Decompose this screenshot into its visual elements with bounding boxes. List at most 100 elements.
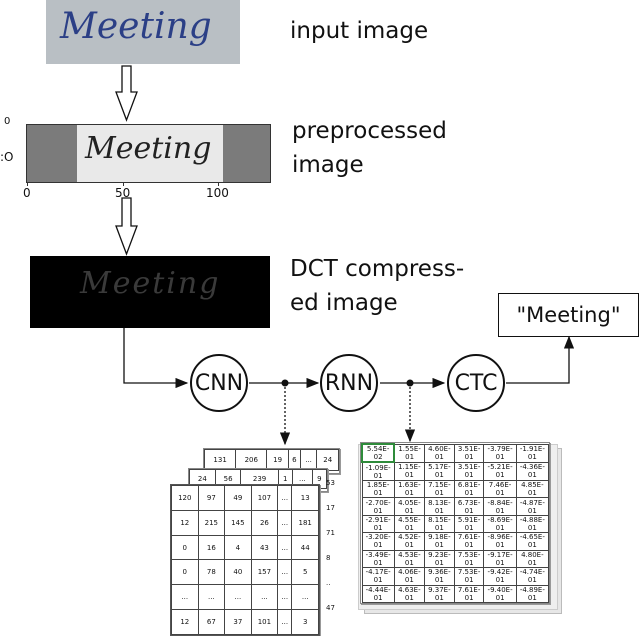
- table-cell: 7.15E-01: [423, 479, 455, 499]
- table-cell: -8.96E-01: [483, 532, 517, 551]
- rnn-node: RNN: [320, 354, 378, 412]
- table-cell: 43: [250, 534, 279, 561]
- dct-label-line1: DCT compress-: [290, 256, 465, 282]
- cnn-side-value: 71: [326, 528, 335, 537]
- table-cell: -4.89E-01: [515, 584, 550, 604]
- table-cell: 12: [171, 609, 199, 635]
- table-cell: 0: [171, 534, 199, 561]
- table-cell: 4.80E-01: [515, 549, 550, 569]
- table-cell: -8.69E-01: [483, 514, 517, 534]
- table-cell: 97: [197, 485, 226, 511]
- table-cell: 4.52E-01: [393, 532, 425, 551]
- table-cell: -9.40E-01: [483, 584, 517, 604]
- table-cell: 1.63E-01: [393, 479, 425, 499]
- arrow-ctc-to-output: [506, 335, 575, 384]
- table-cell: 4.85E-01: [515, 479, 550, 499]
- table-cell: -2.91E-01: [361, 514, 395, 534]
- table-cell: ...: [277, 485, 293, 511]
- table-cell: ...: [277, 609, 293, 635]
- table-cell: 4.05E-01: [393, 497, 425, 516]
- table-cell: 44: [291, 534, 319, 561]
- table-cell: 1.15E-01: [393, 461, 425, 481]
- table-cell: ...: [277, 584, 293, 611]
- table-cell: ...: [277, 534, 293, 561]
- dct-compressed-image: Meeting: [30, 256, 270, 328]
- table-cell: -9.42E-01: [483, 567, 517, 586]
- table-cell: 8.15E-01: [423, 514, 455, 534]
- table-cell: 7.61E-01: [453, 584, 485, 604]
- table-cell: 4.63E-01: [393, 584, 425, 604]
- table-cell: 5.91E-01: [453, 514, 485, 534]
- input-image-label: input image: [290, 18, 429, 44]
- axis-tick-y-0: 0: [4, 116, 11, 127]
- axis-tick-x-100: 100: [206, 186, 229, 200]
- input-image: Meeting: [46, 0, 240, 64]
- table-cell: 40: [224, 559, 252, 586]
- ctc-node: CTC: [447, 354, 505, 412]
- table-cell: 49: [224, 485, 252, 511]
- table-cell: ...: [291, 584, 319, 611]
- table-cell: ...: [197, 584, 226, 611]
- cnn-side-value: 47: [326, 603, 335, 612]
- table-cell: 0: [171, 559, 199, 586]
- table-cell: 4.55E-01: [393, 514, 425, 534]
- table-cell: 26: [250, 509, 279, 536]
- table-cell: 9.36E-01: [423, 567, 455, 586]
- table-cell: 6.81E-01: [453, 479, 485, 499]
- table-cell: 78: [197, 559, 226, 586]
- table-cell: -4.36E-01: [515, 461, 550, 481]
- table-cell: -4.74E-01: [515, 567, 550, 586]
- table-cell: 3.51E-01: [453, 443, 485, 463]
- axis-tick-x-50: 50: [115, 186, 131, 200]
- table-cell: 145: [224, 509, 252, 536]
- table-cell: ...: [277, 559, 293, 586]
- table-cell: -8.84E-01: [483, 497, 517, 516]
- table-cell: ...: [171, 584, 199, 611]
- cnn-side-value: 53: [326, 478, 335, 487]
- table-cell: 67: [197, 609, 226, 635]
- table-cell: 1.85E-01: [361, 479, 395, 499]
- table-cell: 7.53E-01: [453, 549, 485, 569]
- rnn-node-label: RNN: [324, 370, 374, 396]
- preprocessed-label-line2: image: [292, 152, 364, 178]
- cnn-side-value: 8: [326, 553, 331, 562]
- table-cell: -4.88E-01: [515, 514, 550, 534]
- dct-handwriting: Meeting: [80, 266, 221, 301]
- table-cell: 4.06E-01: [393, 567, 425, 586]
- table-cell: 181: [291, 509, 319, 536]
- table-cell: -4.87E-01: [515, 497, 550, 516]
- ctc-node-label: CTC: [454, 370, 498, 396]
- table-cell: 5: [291, 559, 319, 586]
- table-cell: 215: [197, 509, 226, 536]
- table-cell: -3.20E-01: [361, 532, 395, 551]
- table-cell: -5.21E-01: [483, 461, 517, 481]
- table-cell: 4: [224, 534, 252, 561]
- table-cell: -1.91E-01: [515, 443, 550, 463]
- table-cell: -3.49E-01: [361, 549, 395, 569]
- table-cell: -1.09E-01: [361, 461, 395, 481]
- table-cell: 16: [197, 534, 226, 561]
- table-cell: ...: [250, 584, 279, 611]
- table-cell: 120: [171, 485, 199, 511]
- table-cell: 3: [291, 609, 319, 635]
- dct-label-line2: ed image: [290, 290, 398, 316]
- table-cell: 7.46E-01: [483, 479, 517, 499]
- table-cell: 1.55E-01: [393, 443, 425, 463]
- table-cell: 3.51E-01: [453, 461, 485, 481]
- table-cell: ...: [277, 509, 293, 536]
- axis-tick-y-1: :O: [0, 150, 14, 164]
- table-cell: 8.13E-01: [423, 497, 455, 516]
